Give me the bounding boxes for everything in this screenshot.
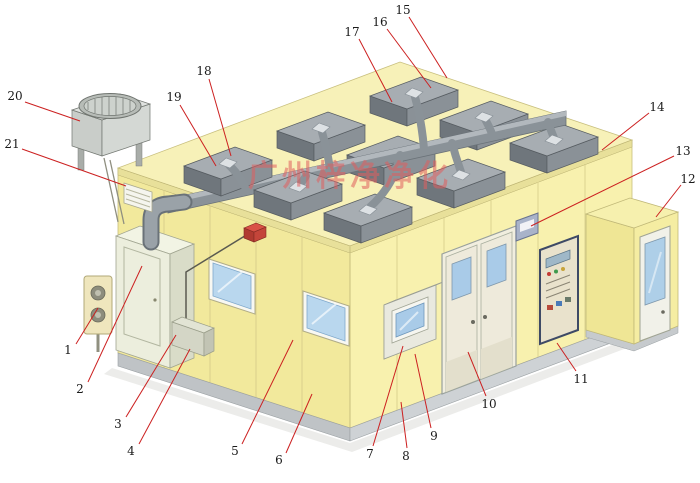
callout-number-4: 4 (127, 444, 135, 458)
callout-line-7 (372, 345, 404, 447)
door-kick-plate (481, 337, 512, 379)
panel-button (547, 305, 553, 310)
callout-number-13: 13 (675, 144, 690, 158)
condenser-unit (70, 93, 152, 225)
callout-number-18: 18 (196, 64, 211, 78)
panel-button (556, 301, 562, 306)
ahu-door-handle (153, 298, 157, 302)
pipe-box-side (203, 327, 215, 357)
callout-number-21: 21 (4, 137, 19, 151)
window-a (208, 258, 256, 315)
callout-number-17: 17 (344, 25, 359, 39)
callout-number-3: 3 (114, 417, 122, 431)
refrigerant-pipes (103, 157, 125, 225)
callout-number-12: 12 (680, 172, 695, 186)
callout-line-17 (358, 38, 393, 103)
glass-sheen (648, 251, 662, 294)
callout-line-6 (285, 393, 313, 454)
callout-line-14 (601, 112, 650, 151)
callout-number-20: 20 (7, 89, 22, 103)
fan-grille-slats (87, 96, 131, 116)
ffu-control-box (515, 212, 539, 242)
callout-number-5: 5 (231, 444, 239, 458)
window-glass (212, 262, 252, 310)
door-handle (471, 320, 475, 324)
callout-number-6: 6 (275, 453, 283, 467)
control-panel (539, 234, 579, 346)
room-left-wall (585, 213, 635, 345)
glass-sheen (311, 303, 337, 325)
callout-number-2: 2 (76, 382, 84, 396)
panel-button (565, 297, 571, 302)
power-box-body (83, 275, 113, 335)
callout-line-21 (21, 148, 127, 187)
fresh-air-louver (123, 182, 153, 213)
callout-number-9: 9 (430, 429, 438, 443)
condenser-leg (135, 141, 143, 167)
callout-line-9 (414, 353, 432, 429)
filter-pipe-box (171, 222, 267, 357)
callout-line-20 (24, 101, 81, 122)
pass-box (383, 279, 449, 360)
callout-line-11 (556, 342, 577, 372)
door-window-left (451, 256, 472, 301)
room-roof (584, 197, 680, 229)
room-door-handle (661, 310, 665, 314)
window-glass (306, 294, 346, 342)
callout-line-4 (138, 348, 191, 445)
supply-duct-riser (142, 193, 193, 251)
duct-connector-pads-front (218, 157, 378, 216)
callout-line-13 (530, 155, 675, 227)
callout-line-3 (125, 334, 177, 418)
panel-body (539, 234, 579, 346)
indicator-light-red (547, 272, 551, 276)
callout-number-16: 16 (372, 15, 387, 29)
callout-line-19 (179, 104, 217, 167)
indicator-light-green (554, 269, 558, 274)
red-damper (243, 222, 267, 243)
glass-sheen (217, 271, 243, 293)
glass-sheen (399, 311, 419, 331)
double-door (441, 225, 517, 395)
callout-number-1: 1 (64, 343, 72, 357)
callout-line-2 (87, 265, 143, 383)
window-b (302, 290, 350, 347)
callout-number-7: 7 (366, 447, 374, 461)
callout-line-15 (408, 16, 448, 79)
ffu-box-label (520, 219, 534, 232)
panel-display (545, 249, 571, 269)
watermark: 广州梓净净化 (248, 159, 452, 194)
wall-pipe (185, 233, 249, 320)
fan-grille-inner (83, 96, 137, 116)
callout-number-8: 8 (402, 449, 410, 463)
callout-line-5 (241, 339, 294, 445)
indicator-light-amber (561, 267, 565, 271)
callout-line-1 (75, 307, 99, 345)
door-window-right (486, 243, 507, 288)
callout-number-11: 11 (573, 372, 588, 386)
callout-number-10: 10 (481, 397, 496, 411)
callout-line-8 (400, 401, 408, 449)
duct-connector-pads (311, 87, 564, 181)
panel-label-lines (545, 274, 571, 299)
door-handle (483, 315, 487, 319)
callout-number-15: 15 (395, 3, 410, 17)
callout-line-18 (208, 78, 232, 157)
air-shower-room (584, 197, 680, 352)
callout-line-10 (467, 351, 487, 397)
callout-number-14: 14 (649, 100, 665, 114)
callout-line-12 (655, 184, 682, 218)
door-kick-plate (446, 350, 477, 392)
callout-number-19: 19 (166, 90, 181, 104)
main-duct-top (168, 111, 566, 204)
louver-slats (125, 188, 151, 208)
wall-windows (208, 258, 350, 347)
callout-line-16 (386, 28, 432, 89)
